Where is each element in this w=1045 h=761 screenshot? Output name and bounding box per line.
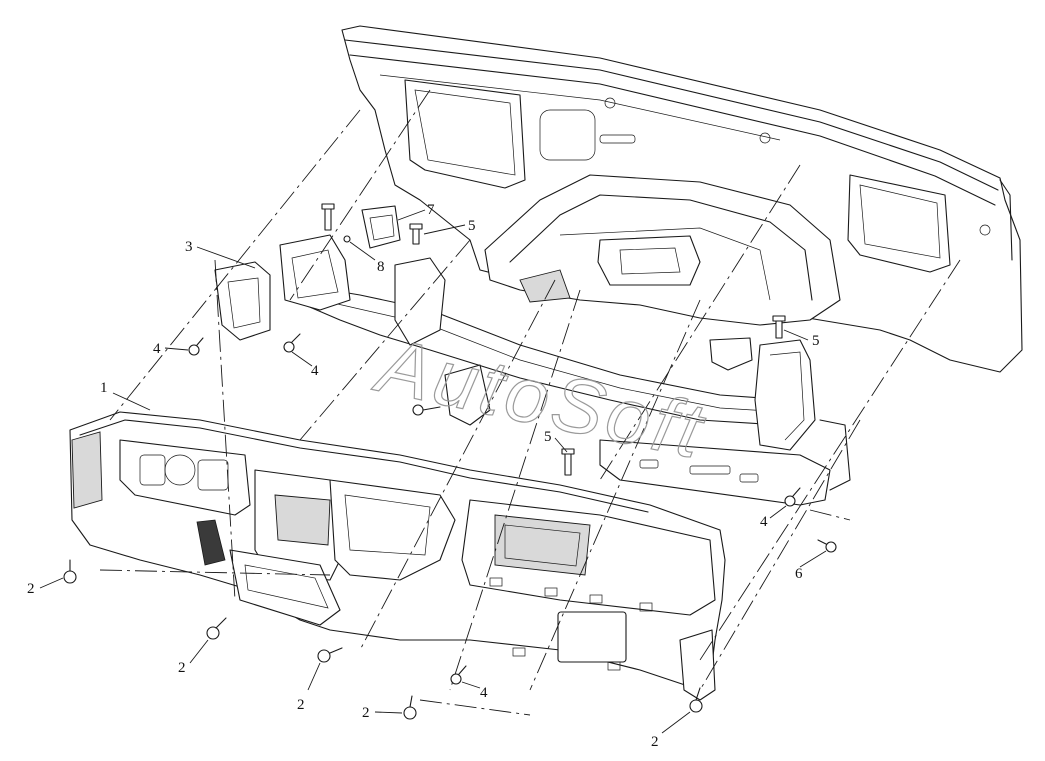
bolt-4-right: [784, 487, 801, 507]
callout-4-mid: 4: [311, 363, 319, 379]
callout-7: 7: [427, 202, 435, 218]
callout-1: 1: [100, 380, 108, 396]
bolt-beam: [412, 404, 441, 416]
stud-left-bracket: [321, 203, 335, 231]
leader-lines: [39, 209, 827, 734]
bolt-5-left: [409, 223, 423, 245]
bolt-5-right: [772, 315, 786, 339]
callout-3: 3: [185, 239, 193, 255]
instrument-panel: [69, 411, 726, 701]
callout-4-left: 4: [153, 341, 161, 357]
bolt-4-left: [188, 337, 204, 356]
bolt-2-center: [317, 647, 343, 663]
bolt-4-mid: [283, 333, 301, 353]
center-bracket: [361, 205, 401, 249]
bolt-2-mid-left: [206, 617, 227, 640]
callout-2-left: 2: [27, 581, 35, 597]
callout-2-right: 2: [651, 734, 659, 750]
bolt-2-right: [689, 687, 703, 713]
callout-5-center: 5: [544, 429, 552, 445]
callout-2-mid-left: 2: [178, 660, 186, 676]
bolt-5-center: [561, 448, 575, 476]
assembly-centerlines: [99, 89, 961, 716]
nut-8: [343, 235, 351, 243]
callout-8: 8: [377, 259, 385, 275]
bolt-6: [817, 539, 837, 553]
callout-6: 6: [795, 566, 803, 582]
engine-tunnel-cover: [484, 174, 841, 326]
bolt-2-left: [63, 559, 77, 584]
callout-4-bottom: 4: [480, 685, 488, 701]
watermark: AutoSoft: [367, 320, 713, 476]
callout-labels: 1 2 2 2 2 2 3 4 4 4 4 5 5 5 6 7 8: [27, 202, 820, 750]
callout-5-right: 5: [812, 333, 820, 349]
callout-5-left: 5: [468, 218, 476, 234]
left-mount-bracket: [214, 234, 351, 341]
callout-4-right: 4: [760, 514, 768, 530]
callout-2-center: 2: [297, 697, 305, 713]
callout-2-bottom: 2: [362, 705, 370, 721]
fasteners: [63, 203, 837, 720]
bolt-4-bottom: [450, 665, 467, 685]
cross-car-beam: [299, 257, 851, 506]
bolt-2-bottom: [403, 695, 417, 720]
